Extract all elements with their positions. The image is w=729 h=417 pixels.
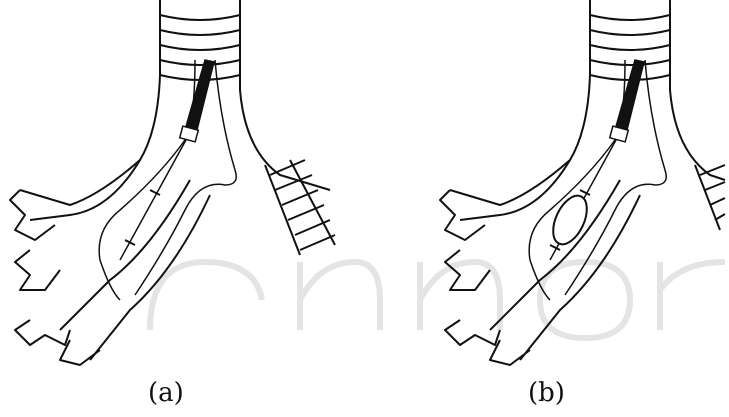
panel-b: (b) bbox=[365, 0, 729, 417]
bronchoscope bbox=[120, 60, 214, 260]
balloon-inflated bbox=[546, 190, 593, 250]
trachea-left-wall bbox=[20, 0, 160, 205]
panel-a-label: (a) bbox=[148, 378, 184, 408]
trachea-left-wall bbox=[450, 0, 590, 205]
airway-diagram-b bbox=[365, 0, 729, 417]
trachea-right-wall bbox=[670, 0, 725, 180]
airway-diagram-a bbox=[0, 0, 364, 417]
trachea-right-wall bbox=[240, 0, 330, 190]
panel-b-label: (b) bbox=[528, 378, 565, 408]
panel-a: (a) bbox=[0, 0, 364, 417]
